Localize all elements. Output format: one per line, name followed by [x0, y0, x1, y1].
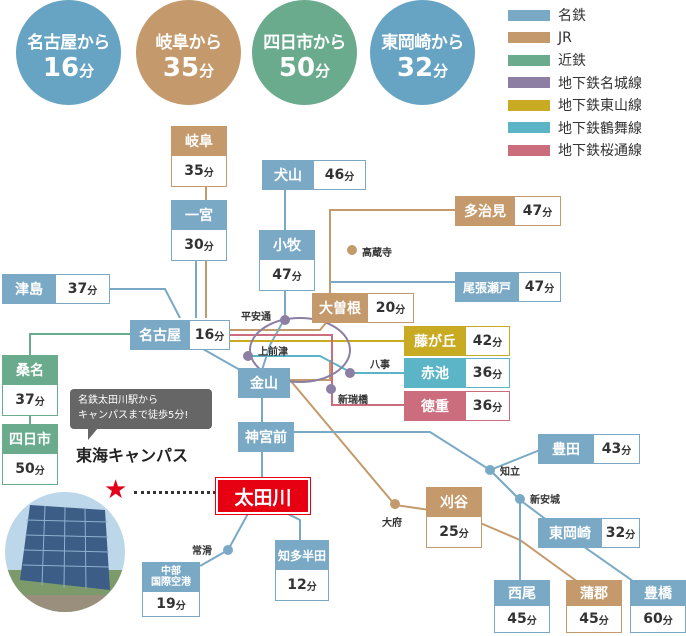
campus-building-image	[5, 492, 125, 612]
station-otagawa: 太田川	[216, 478, 310, 514]
station-label-yagoto: 八事	[370, 360, 390, 371]
station-label-heiandori: 平安通	[241, 312, 271, 323]
station-label-chiryu: 知立	[500, 467, 520, 478]
station-dot-kamimaezu	[243, 351, 253, 361]
legend-item: 地下鉄東山線	[508, 94, 642, 117]
legend-item: 名鉄	[508, 4, 642, 27]
station-dot-yagoto	[345, 368, 355, 378]
walk-path-dotted-line	[134, 491, 216, 494]
legend-item: 近鉄	[508, 49, 642, 72]
station-dot-kozoji	[347, 245, 357, 255]
station-dot-shinmizuhashi	[326, 384, 336, 394]
circle-minutes: 32	[396, 53, 434, 83]
circle-unit: 分	[199, 62, 215, 80]
legend-item: 地下鉄鶴舞線	[508, 117, 642, 140]
circle-unit: 分	[79, 62, 95, 80]
time-circle-nagoya: 名古屋から 16分	[16, 0, 121, 105]
station-label-shinanjo: 新安城	[530, 495, 560, 506]
time-circle-gifu: 岐阜から 35分	[136, 0, 241, 105]
circle-minutes: 35	[162, 53, 200, 83]
circle-unit: 分	[315, 62, 331, 80]
campus-star-icon: ★	[104, 475, 128, 505]
circle-minutes: 16	[42, 53, 80, 83]
station-label-kamimaezu: 上前津	[258, 347, 288, 358]
station-jingumae: 神宮前	[238, 422, 294, 452]
circle-origin: 岐阜から	[155, 33, 223, 53]
time-circle-yokkaichi: 四日市から 50分	[252, 0, 357, 105]
legend-item: 地下鉄桜通線	[508, 139, 642, 162]
station-label-kozoji: 高蔵寺	[362, 248, 392, 259]
station-dot-tokoname	[223, 545, 233, 555]
circle-unit: 分	[433, 62, 449, 80]
station-label-obu: 大府	[382, 518, 402, 529]
campus-title: 東海キャンパス	[76, 446, 189, 465]
circle-origin: 名古屋から	[27, 33, 110, 53]
line-legend: 名鉄 JR 近鉄 地下鉄名城線 地下鉄東山線 地下鉄鶴舞線 地下鉄桜通線	[508, 4, 642, 162]
station-dot-obu	[390, 499, 400, 509]
legend-item: JR	[508, 27, 642, 50]
circle-origin: 東岡崎から	[381, 33, 464, 53]
time-circle-higashiokazaki: 東岡崎から 32分	[370, 0, 475, 105]
legend-item: 地下鉄名城線	[508, 72, 642, 95]
circle-origin: 四日市から	[263, 33, 346, 53]
circle-minutes: 50	[278, 53, 316, 83]
station-kanayama: 金山	[238, 368, 290, 398]
note-pointer	[88, 428, 98, 440]
station-label-shinmizuhashi: 新瑞橋	[338, 395, 368, 406]
station-label-tokoname: 常滑	[192, 546, 212, 557]
campus-access-note: 名鉄太田川駅から キャンパスまで徒歩5分!	[70, 389, 212, 429]
station-dot-shinanjo	[515, 494, 525, 504]
station-dot-heiandori	[280, 315, 290, 325]
station-dot-chiryu	[485, 465, 495, 475]
